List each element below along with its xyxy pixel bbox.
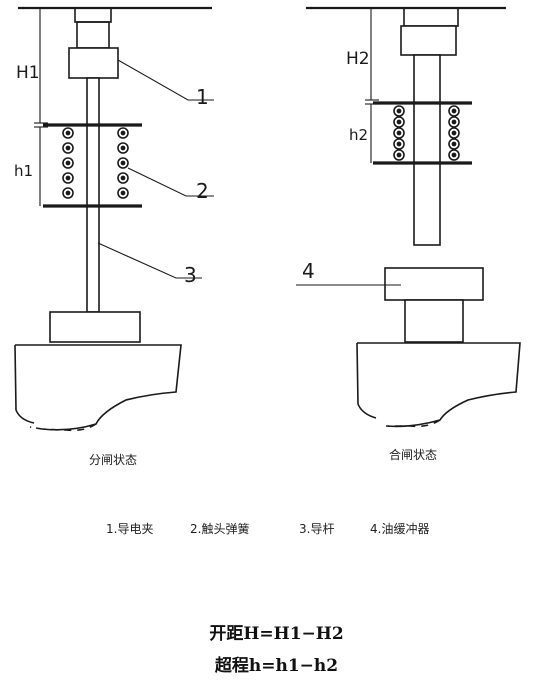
closed-state-assembly	[296, 6, 521, 428]
open-housing-left	[14, 344, 35, 424]
contact-spring-right-left-coils	[393, 105, 405, 161]
guide-rod-right	[413, 54, 441, 246]
formula-open-distance-text: 开距H=H1−H2	[209, 624, 344, 644]
oil-buffer-body	[404, 299, 464, 343]
closed-housing-dashed-curve	[388, 419, 441, 428]
label-part-3: 3	[184, 263, 197, 287]
rod-base-block	[49, 311, 141, 343]
leader-3	[97, 242, 202, 279]
legend-item-4: 4.油缓冲器	[370, 522, 430, 536]
conductive-clamp-right	[400, 25, 457, 56]
closed-housing	[357, 342, 521, 428]
top-mount-block-right	[403, 7, 459, 27]
label-part-2: 2	[196, 179, 209, 203]
guide-rod	[86, 77, 100, 313]
open-housing-dashed-curve	[43, 423, 97, 432]
label-h2: h2	[349, 126, 368, 144]
open-housing-dashed	[29, 426, 43, 430]
leader-1	[117, 59, 214, 101]
label-part-4: 4	[302, 259, 315, 283]
legend-item-1: 1.导电夹	[106, 522, 154, 536]
top-mount-block	[74, 7, 112, 23]
label-H1: H1	[16, 63, 40, 83]
caption-open-state: 分闸状态	[89, 453, 138, 467]
label-part-1: 1	[196, 85, 209, 109]
contact-spring-left-coils	[62, 127, 74, 199]
formula-overtravel: 超程h=h1−h2	[0, 651, 553, 676]
contact-spring-right-coils	[117, 127, 129, 199]
legend-item-2: 2.触头弹簧	[190, 522, 250, 536]
closed-housing-left	[356, 342, 377, 419]
open-housing	[15, 344, 182, 431]
caption-closed-state: 合闸状态	[389, 448, 438, 462]
label-H2: H2	[346, 49, 370, 69]
legend-item-3: 3.导杆	[299, 522, 335, 536]
open-state-assembly	[14, 6, 214, 432]
conductive-clamp	[68, 47, 119, 79]
formula-overtravel-text: 超程h=h1−h2	[214, 656, 339, 676]
contact-spring-right-right-coils	[448, 105, 460, 161]
formula-open-distance: 开距H=H1−H2	[0, 619, 553, 644]
upper-collar	[76, 21, 110, 49]
leader-2	[127, 167, 214, 197]
oil-buffer-cap	[384, 267, 484, 301]
label-h1: h1	[14, 162, 33, 180]
